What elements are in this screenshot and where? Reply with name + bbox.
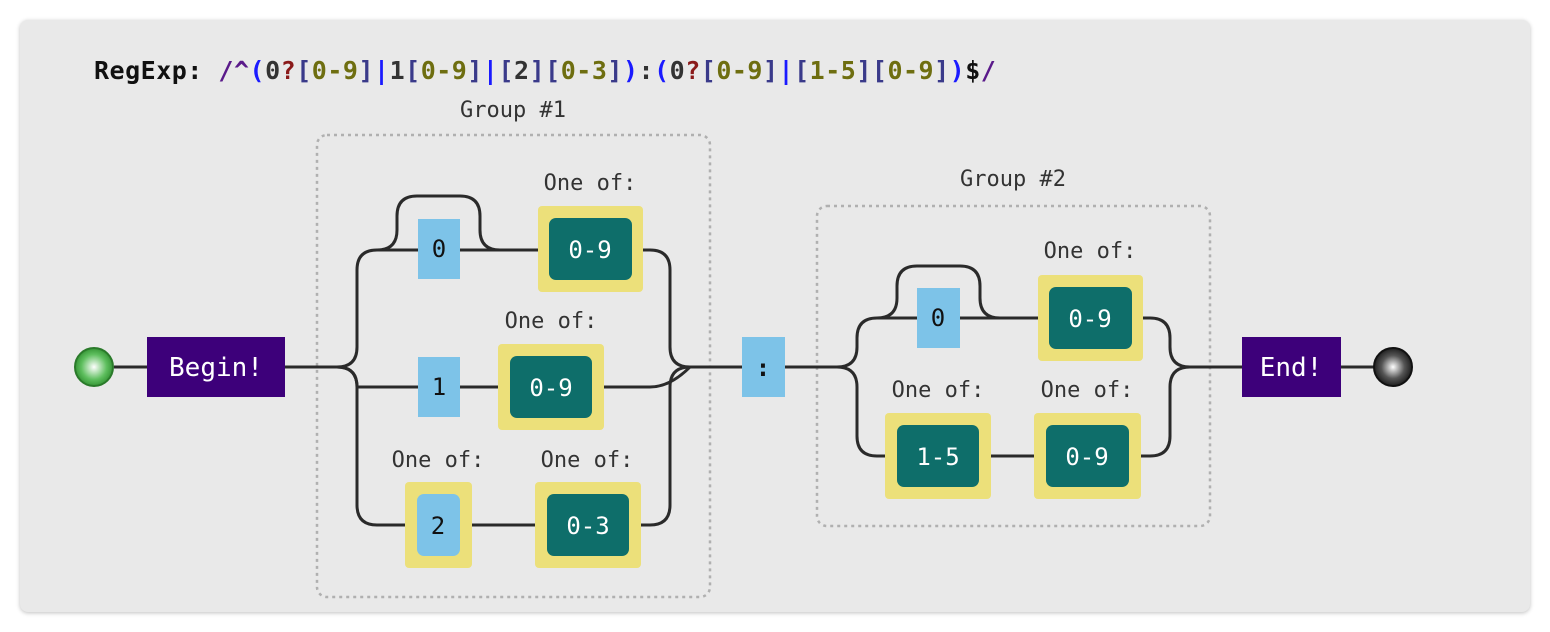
regex-token: 0-9 <box>887 56 935 85</box>
g2-b1-one-of-label: One of: <box>1044 239 1137 264</box>
g1-literal-0-label: 0 <box>432 235 446 263</box>
regex-token: ] <box>529 56 546 85</box>
regex-token: ^ <box>233 56 250 85</box>
end-node-icon <box>1373 347 1413 387</box>
regex-expression: RegExp: /^(0?[0-9]|1[0-9]|[2][0-3]):(0?[… <box>94 56 996 85</box>
g1-b3-set-inner <box>417 494 460 556</box>
regex-token: : <box>638 56 655 85</box>
regex-token: 0-9 <box>311 56 359 85</box>
regex-token: 0 <box>669 56 686 85</box>
group-2-label: Group #2 <box>960 167 1066 192</box>
regex-token: 1 <box>389 56 406 85</box>
g1-b2-one-of-label: One of: <box>505 309 598 334</box>
g1-b3-charset-inner <box>547 494 629 556</box>
g2-literal-0-label: 0 <box>931 304 945 332</box>
g1-b2-charset-label: 0-9 <box>529 374 572 402</box>
regex-token: ? <box>685 56 701 85</box>
regex-token: [ <box>871 56 888 85</box>
g1-b3-set-label: 2 <box>431 512 445 540</box>
regex-token: 2 <box>514 56 530 85</box>
regex-token: ] <box>607 56 623 85</box>
regex-token: | <box>374 56 390 85</box>
g2-b2-charset-label: 0-9 <box>1065 443 1108 471</box>
g1-b1-one-of-label: One of: <box>544 171 637 196</box>
connector-lines <box>114 194 1374 527</box>
end-terminal <box>1242 337 1341 397</box>
regex-token: [ <box>296 56 312 85</box>
g1-b2-charset-inner <box>510 356 592 418</box>
regex-token: ? <box>280 56 297 85</box>
g2-literal-0 <box>917 288 960 348</box>
regex-token: 0-9 <box>716 56 763 85</box>
g1-b1-charset-inner <box>549 218 632 280</box>
g1-literal-1-label: 1 <box>432 373 446 401</box>
regex-token: ] <box>856 56 872 85</box>
g1-literal-0 <box>418 219 460 279</box>
g2-b2-charset-inner <box>1046 425 1129 487</box>
regex-token: | <box>482 56 499 85</box>
g2-b1-charset-label: 0-9 <box>1068 305 1111 333</box>
regex-token: 0 <box>265 56 281 85</box>
group-2-box <box>815 204 1212 528</box>
g1-b1-charset-label: 0-9 <box>568 236 611 264</box>
g1-b3-one-of-label-b: One of: <box>541 448 634 473</box>
regex-token: [ <box>545 56 561 85</box>
g1-b3-one-of-label-a: One of: <box>392 448 485 473</box>
regex-token: ] <box>762 56 779 85</box>
regex-token: 0-3 <box>560 56 608 85</box>
regex-token: ) <box>622 56 639 85</box>
g2-b2-set-inner <box>897 425 979 487</box>
colon-literal <box>742 337 785 397</box>
regex-token: [ <box>794 56 810 85</box>
regex-token: / <box>218 56 234 85</box>
colon-literal-label: : <box>756 354 770 382</box>
regex-token: [ <box>405 56 421 85</box>
g2-b2-one-of-label-a: One of: <box>892 378 985 403</box>
regex-token: 1-5 <box>809 56 857 85</box>
start-node-icon <box>74 347 114 387</box>
regex-token: ] <box>358 56 375 85</box>
regex-token: ] <box>934 56 950 85</box>
begin-terminal-label: Begin! <box>169 353 263 383</box>
regex-token: ( <box>249 56 266 85</box>
regex-token: ) <box>949 56 966 85</box>
begin-terminal <box>147 337 285 397</box>
regex-token: [ <box>498 56 515 85</box>
g2-b2-one-of-label-b: One of: <box>1041 378 1134 403</box>
regex-tokens: /^(0?[0-9]|1[0-9]|[2][0-3]):(0?[0-9]|[1-… <box>218 56 996 85</box>
diagram-panel: RegExp: /^(0?[0-9]|1[0-9]|[2][0-3]):(0?[… <box>20 20 1530 612</box>
regex-token: / <box>980 56 997 85</box>
regex-token: 0-9 <box>420 56 468 85</box>
g1-b3-charset-label: 0-3 <box>566 512 609 540</box>
g1-literal-1 <box>418 357 460 417</box>
regex-token: ] <box>467 56 483 85</box>
group-1-label: Group #1 <box>460 98 566 123</box>
end-terminal-label: End! <box>1260 353 1323 383</box>
regex-token: $ <box>965 56 981 85</box>
regex-label: RegExp: <box>94 56 203 85</box>
g2-b2-set-label: 1-5 <box>916 443 959 471</box>
g2-b1-charset-inner <box>1049 287 1132 349</box>
regex-token: | <box>778 56 795 85</box>
regex-token: ( <box>654 56 670 85</box>
regex-token: [ <box>700 56 717 85</box>
